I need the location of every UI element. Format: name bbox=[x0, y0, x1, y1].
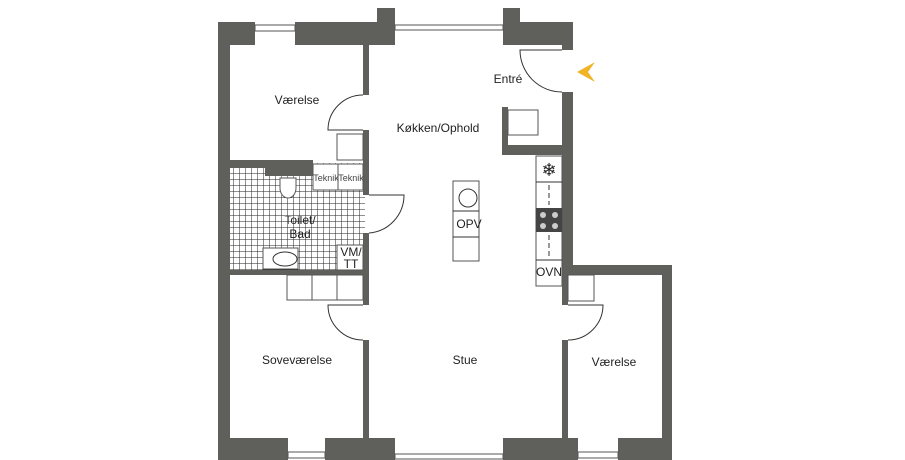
washer-label-1: VM/ bbox=[340, 245, 362, 259]
freezer-icon: ❄ bbox=[541, 160, 556, 180]
exterior-walls bbox=[218, 8, 672, 460]
teknik-label-2: Teknik bbox=[338, 173, 364, 183]
sink-icon bbox=[272, 251, 298, 267]
doors[interactable] bbox=[327, 49, 604, 341]
room-label-living: Stue bbox=[453, 353, 478, 367]
washer-label-2: TT bbox=[344, 257, 359, 271]
entrance-arrow-icon bbox=[577, 62, 595, 82]
room-label-kitchen: Køkken/Ophold bbox=[397, 121, 480, 135]
room-label-vaerelse-nw: Værelse bbox=[275, 93, 320, 107]
teknik-label-1: Teknik bbox=[313, 173, 339, 183]
door-room-nw bbox=[327, 94, 364, 131]
door-entrance bbox=[519, 49, 563, 93]
kitchen-island bbox=[452, 180, 480, 262]
oven-label: OVN bbox=[536, 265, 562, 279]
windows bbox=[254, 24, 619, 460]
kitchen-sink-icon bbox=[458, 188, 478, 208]
door-bathroom bbox=[368, 194, 405, 234]
room-label-bedroom: Soveværelse bbox=[262, 353, 332, 367]
dishwasher-label: OPV bbox=[456, 217, 481, 231]
interior-walls bbox=[230, 45, 568, 438]
toilet-icon bbox=[279, 177, 297, 199]
stove-icon bbox=[536, 208, 562, 232]
door-room-se bbox=[567, 304, 604, 341]
room-label-vaerelse-se: Værelse bbox=[592, 355, 637, 369]
room-label-entry: Entré bbox=[494, 72, 523, 86]
room-label-bath-2: Bad bbox=[289, 227, 310, 241]
door-bedroom bbox=[327, 304, 364, 341]
fixtures: Teknik Teknik VM/ TT OPV ❄ OVN bbox=[262, 109, 595, 302]
room-labels: Værelse Køkken/Ophold Entré Toilet/ Bad … bbox=[262, 72, 637, 369]
room-label-bath-1: Toilet/ bbox=[284, 213, 316, 227]
